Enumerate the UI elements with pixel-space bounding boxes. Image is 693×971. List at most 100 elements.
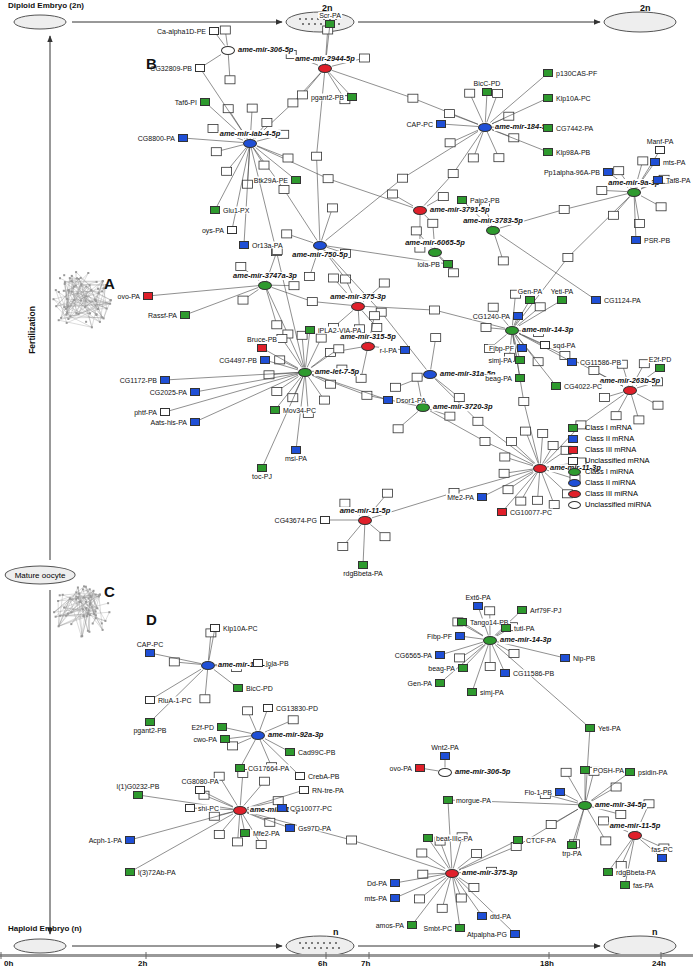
mrna-square xyxy=(517,606,527,614)
mrna-label: mts-PA xyxy=(662,159,686,166)
mrna-label: Pp1alpha-96A-PB xyxy=(543,169,601,176)
mrna-label: Or13a-PA xyxy=(251,242,284,249)
spoke-link xyxy=(623,840,633,862)
mrna-square xyxy=(515,356,525,364)
unclassified-mrna xyxy=(417,849,427,857)
mirna-label: ame-mir-263b-5p xyxy=(599,377,661,385)
mrna-square xyxy=(655,364,665,372)
interaction-edge xyxy=(514,320,516,326)
spoke-link xyxy=(427,856,445,868)
interaction-edge xyxy=(260,712,267,731)
unclassified-mrna xyxy=(169,658,179,666)
network-node xyxy=(70,280,72,282)
shared-link xyxy=(247,812,347,839)
unclassified-mrna xyxy=(445,110,455,118)
network-node xyxy=(80,277,82,279)
unclassified-mrna xyxy=(563,253,573,261)
mrna-square xyxy=(497,508,507,516)
mrna-label: Mfe2-PA xyxy=(446,494,475,501)
mrna-label: Paip2-PB xyxy=(469,197,501,204)
mirna-ellipse xyxy=(318,64,332,73)
mrna-square xyxy=(631,236,641,244)
spoke-link xyxy=(490,645,491,663)
unclassified-mrna xyxy=(597,186,607,194)
network-link xyxy=(80,601,86,602)
unclassified-mrna xyxy=(481,324,491,332)
mrna-square xyxy=(407,921,417,929)
spoke-link xyxy=(230,148,246,168)
mrna-square xyxy=(291,446,301,454)
network-node xyxy=(75,312,77,314)
mrna-label: phtf-PA xyxy=(133,409,158,416)
unclassified-mrna xyxy=(418,870,428,878)
mrna-square xyxy=(390,879,400,887)
time-arrow xyxy=(72,22,282,23)
mirna-label: ame-mir-375-3p xyxy=(329,293,386,301)
network-node xyxy=(77,292,79,294)
network-node xyxy=(98,292,100,294)
network-node xyxy=(79,601,81,603)
unclassified-mrna xyxy=(279,185,289,193)
mrna-label: CG8800-PA xyxy=(137,135,176,142)
mrna-label: l(3)72Ab-PA xyxy=(137,869,177,876)
spoke-link xyxy=(205,670,207,695)
mrna-square xyxy=(513,836,523,844)
mrna-label: ovo-PA xyxy=(117,293,141,300)
mrna-square xyxy=(515,374,525,382)
embryo-dot xyxy=(314,23,316,25)
shared-link xyxy=(358,311,360,325)
interaction-edge xyxy=(445,760,446,768)
mrna-label: Ext6-PA xyxy=(464,594,491,601)
interaction-edge xyxy=(519,333,540,343)
unclassified-mrna xyxy=(323,175,333,183)
network-link xyxy=(79,594,90,604)
unclassified-mrna xyxy=(465,89,475,97)
network-link xyxy=(96,281,103,301)
unclassified-mrna xyxy=(326,380,336,388)
network-node xyxy=(59,277,61,279)
mrna-square xyxy=(295,772,305,780)
embryo-ellipse xyxy=(14,15,66,29)
network-link xyxy=(90,589,98,608)
network-link xyxy=(59,320,92,327)
mrna-square xyxy=(517,344,527,352)
mrna-label: Fibp-PF xyxy=(426,633,453,640)
mrna-square xyxy=(655,146,665,154)
stage-label: Haploid Embryo (n) xyxy=(8,925,82,933)
spoke-link xyxy=(260,740,270,763)
unclassified-mrna xyxy=(211,148,221,156)
shared-link xyxy=(424,215,429,220)
unclassified-mrna xyxy=(334,345,344,353)
network-node xyxy=(99,321,101,323)
mrna-square xyxy=(383,396,393,404)
network-node xyxy=(95,314,97,316)
mrna-square xyxy=(567,841,577,849)
spoke-link xyxy=(540,438,542,464)
mirna-label: ame-mir-14-3p xyxy=(521,326,574,334)
network-node xyxy=(62,594,64,596)
mrna-label: PSR-PB xyxy=(643,237,671,244)
embryo-dot xyxy=(326,947,328,949)
embryo-ellipse xyxy=(604,12,676,32)
network-node xyxy=(97,288,99,290)
interaction-edge xyxy=(487,472,533,495)
interaction-edge xyxy=(573,810,583,842)
network-link xyxy=(70,594,79,599)
mirna-ellipse xyxy=(221,46,235,55)
embryo-dot xyxy=(311,942,313,944)
interaction-edge xyxy=(506,473,537,509)
mrna-square xyxy=(277,804,287,812)
network-link xyxy=(61,278,70,318)
unclassified-mrna xyxy=(393,425,403,433)
unclassified-mrna xyxy=(319,396,329,404)
mrna-square xyxy=(477,493,487,501)
network-link xyxy=(68,286,76,291)
embryo-dot xyxy=(329,942,331,944)
spoke-link xyxy=(257,146,283,156)
legend-ellipse xyxy=(568,468,581,476)
spoke-link xyxy=(610,392,623,396)
mrna-label: BicC-PD xyxy=(245,685,274,692)
mrna-square xyxy=(390,894,400,902)
unclassified-mrna xyxy=(408,94,418,102)
network-node xyxy=(65,308,67,310)
